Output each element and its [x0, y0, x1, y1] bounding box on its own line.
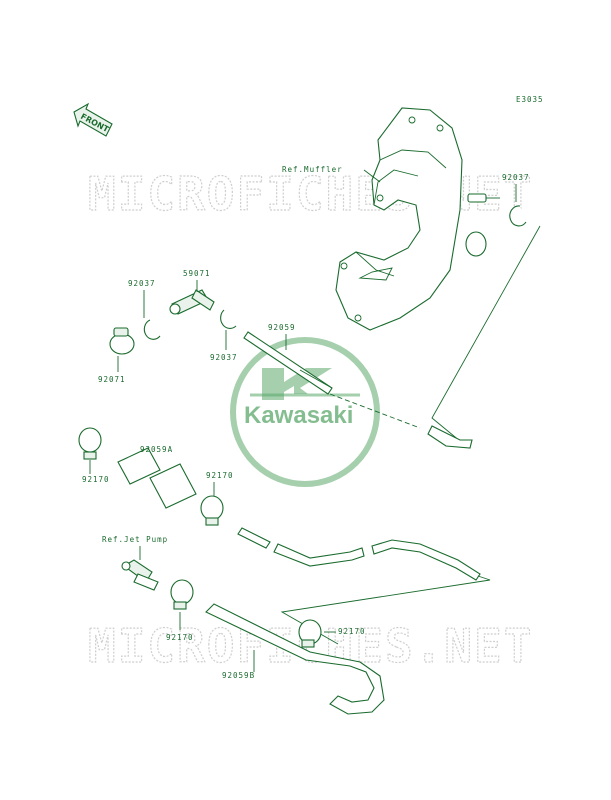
label-92037-c: 92037 [502, 173, 530, 182]
label-92071: 92071 [98, 375, 126, 384]
label-92170-b: 92170 [206, 471, 234, 480]
jet-pump-fitting [121, 559, 159, 591]
watermark-top: MICROFICHES.NET [88, 167, 533, 221]
hose-run-middle [237, 527, 481, 581]
label-92037-b: 92037 [210, 353, 238, 362]
clip-92037-right [509, 205, 527, 227]
clamp-92170-d [298, 619, 322, 648]
hose-92059-bend [427, 425, 473, 449]
front-arrow-icon: FRONT [73, 102, 113, 137]
hose-92059a [117, 447, 197, 509]
clamp-92170-b [200, 495, 224, 526]
logo-text: Kawasaki [244, 402, 353, 429]
hose-92059b [205, 603, 385, 715]
clamp-92170-c [170, 579, 194, 610]
clip-92037-left [143, 319, 161, 340]
label-92037-a: 92037 [128, 279, 156, 288]
muffler-part [335, 107, 487, 331]
label-92170-a: 92170 [82, 475, 110, 484]
clip-92037-mid [220, 309, 237, 329]
label-92170-c: 92170 [166, 633, 194, 642]
label-92170-d: 92170 [338, 627, 366, 636]
clamp-92170-a [78, 427, 102, 460]
label-ref-jet-pump: Ref.Jet Pump [102, 535, 168, 544]
kawasaki-logo: Kawasaki [230, 337, 380, 487]
label-92059: 92059 [268, 323, 296, 332]
cap-92071 [109, 327, 135, 355]
diagram-code: E3035 [516, 95, 544, 104]
label-92059b: 92059B [222, 671, 255, 680]
hose-92059 [243, 331, 333, 395]
label-59071: 59071 [183, 269, 211, 278]
label-92059a: 92059A [140, 445, 173, 454]
outlet-fitting [467, 193, 500, 203]
label-ref-muffler: Ref.Muffler [282, 165, 343, 174]
fitting-59071 [169, 289, 215, 315]
